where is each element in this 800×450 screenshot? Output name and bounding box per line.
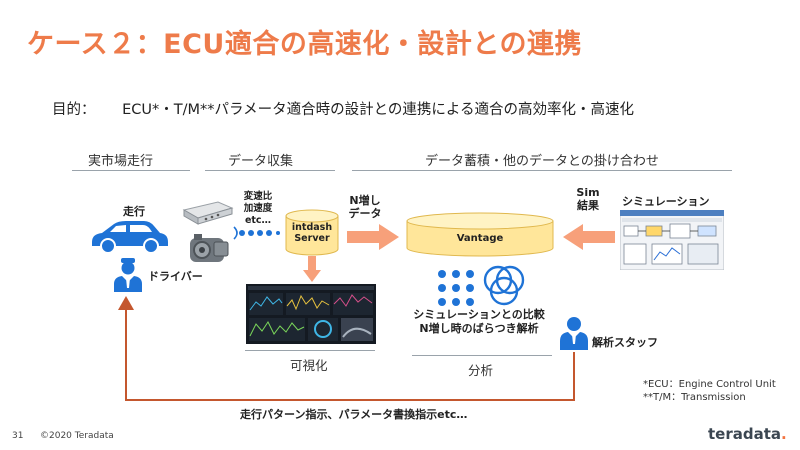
analysis-description: シミュレーションとの比較 N増し時のばらつき解析 — [398, 308, 560, 336]
signal-gear-ratio: 変速比 — [243, 191, 273, 202]
purpose-text: ECU*・T/M**パラメータ適合時の設計との連携による適合の高効率化・高速化 — [122, 102, 634, 118]
simulation-screenshot — [620, 210, 724, 270]
feedback-loop-arrow — [118, 296, 575, 401]
n-increase-data-label: データ — [348, 207, 382, 220]
vantage-label: Vantage — [456, 233, 504, 244]
down-arrow-icon — [303, 256, 321, 282]
intdash-server-icon — [285, 209, 339, 256]
stage-driving-rule — [72, 170, 190, 171]
brand-dot: . — [781, 425, 787, 443]
car-icon — [92, 221, 168, 254]
page-number: 31 — [12, 431, 24, 441]
sim-label: Sim — [576, 186, 600, 199]
driver-icon — [114, 258, 142, 292]
slide-title: ケース２：ECU適合の高速化・設計との連携 — [27, 29, 583, 60]
brand-text: teradata — [708, 425, 782, 443]
vantage-db-icon — [406, 212, 554, 257]
stage-driving: 実市場走行 — [88, 154, 154, 169]
footnotes: *ECU：Engine Control Unit **T/M：Transmiss… — [643, 378, 776, 404]
intdash-label: intdash — [291, 222, 333, 233]
signal-dots-icon — [233, 226, 280, 240]
copyright: ©2020 Teradata — [40, 431, 114, 441]
variance-analysis-text: N増し時のばらつき解析 — [419, 322, 539, 335]
signal-labels: 変速比 加速度 etc… — [238, 191, 278, 227]
data-logger-icon — [182, 201, 234, 225]
feedback-label: 走行パターン指示、パラメータ書換指示etc… — [240, 408, 468, 421]
simulation-label: シミュレーション — [622, 195, 710, 208]
stage-storage-rule — [352, 170, 732, 171]
transmission-icon — [190, 234, 229, 262]
visualization-rule — [245, 350, 375, 351]
signal-etc: etc… — [244, 215, 272, 226]
signal-acceleration: 加速度 — [243, 203, 273, 214]
venn-icon — [483, 265, 525, 306]
stage-collection: データ収集 — [228, 154, 294, 169]
intdash-server-label: intdash Server — [284, 222, 340, 244]
dots-grid-icon — [438, 270, 474, 306]
purpose-label: 目的： — [52, 102, 96, 118]
analysis-rule — [412, 355, 552, 356]
stage-collection-rule — [205, 170, 335, 171]
right-arrow-icon — [347, 224, 399, 250]
compare-sim-text: シミュレーションとの比較 — [413, 308, 545, 321]
purpose-line: 目的： ECU*・T/M**パラメータ適合時の設計との連携による適合の高効率化・… — [52, 98, 634, 119]
footnote-tm: **T/M：Transmission — [643, 392, 746, 403]
result-label: 結果 — [577, 199, 599, 212]
analyst-icon — [560, 317, 588, 350]
dashboard-screenshot — [246, 284, 376, 344]
stage-storage: データ蓄積・他のデータとの掛け合わせ — [425, 154, 659, 169]
analysis-label: 分析 — [468, 363, 494, 378]
run-label: 走行 — [123, 205, 145, 218]
analyst-label: 解析スタッフ — [592, 336, 658, 349]
server-label: Server — [294, 233, 330, 244]
n-increase-label: N増し — [349, 194, 381, 207]
left-arrow-icon — [563, 224, 615, 250]
teradata-logo: teradata. — [708, 425, 787, 443]
n-increase-labels: N増し データ — [340, 194, 390, 220]
sim-result-labels: Sim 結果 — [565, 186, 611, 212]
footnote-ecu: *ECU：Engine Control Unit — [643, 379, 776, 390]
driver-label: ドライバー — [148, 270, 203, 283]
visualization-label: 可視化 — [290, 358, 328, 373]
